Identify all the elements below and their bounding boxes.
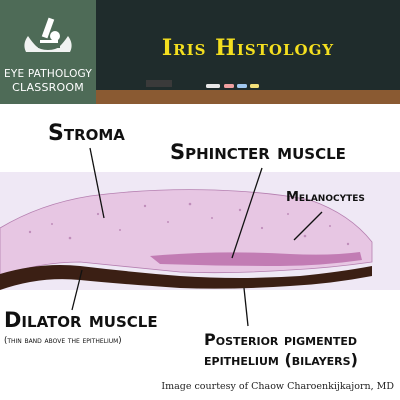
sphincter-pointer [231, 167, 263, 259]
page-title: Iris Histology [161, 35, 335, 61]
image-credit: Image courtesy of Chaow Charoenkijkajorn… [161, 381, 394, 392]
chalkboard-texture [96, 0, 400, 90]
label-posterior-line1: Posterior pigmented [204, 330, 357, 349]
label-posterior-line2: epithelium (bilayers) [204, 350, 358, 369]
label-stroma: Stroma [48, 121, 125, 146]
stroma-nuclei [28, 202, 350, 246]
label-dilator-note: (thin band above the epithelium) [4, 336, 122, 346]
logo-line2: CLASSROOM [12, 81, 84, 94]
microscope-hands-icon [24, 17, 72, 52]
chalkboard-ledge [96, 90, 400, 104]
pigment-epithelium [0, 265, 372, 290]
sphincter-band [150, 252, 362, 266]
leader-lines [71, 147, 323, 327]
chalkboard [96, 0, 400, 104]
logo-line1: EYE PATHOLOGY [4, 68, 92, 80]
label-sphincter: Sphincter muscle [170, 140, 346, 164]
stroma-pointer [89, 147, 105, 219]
melanocytes-pointer [293, 211, 323, 241]
epithelium-pointer [243, 287, 249, 327]
dilator-pointer [71, 269, 83, 311]
header-banner: EYE PATHOLOGY CLASSROOM Iris Histology [0, 0, 400, 104]
label-melanocytes: Melanocytes [286, 190, 365, 205]
logo: EYE PATHOLOGY CLASSROOM [0, 0, 96, 104]
label-dilator: Dilator muscle [4, 308, 158, 332]
